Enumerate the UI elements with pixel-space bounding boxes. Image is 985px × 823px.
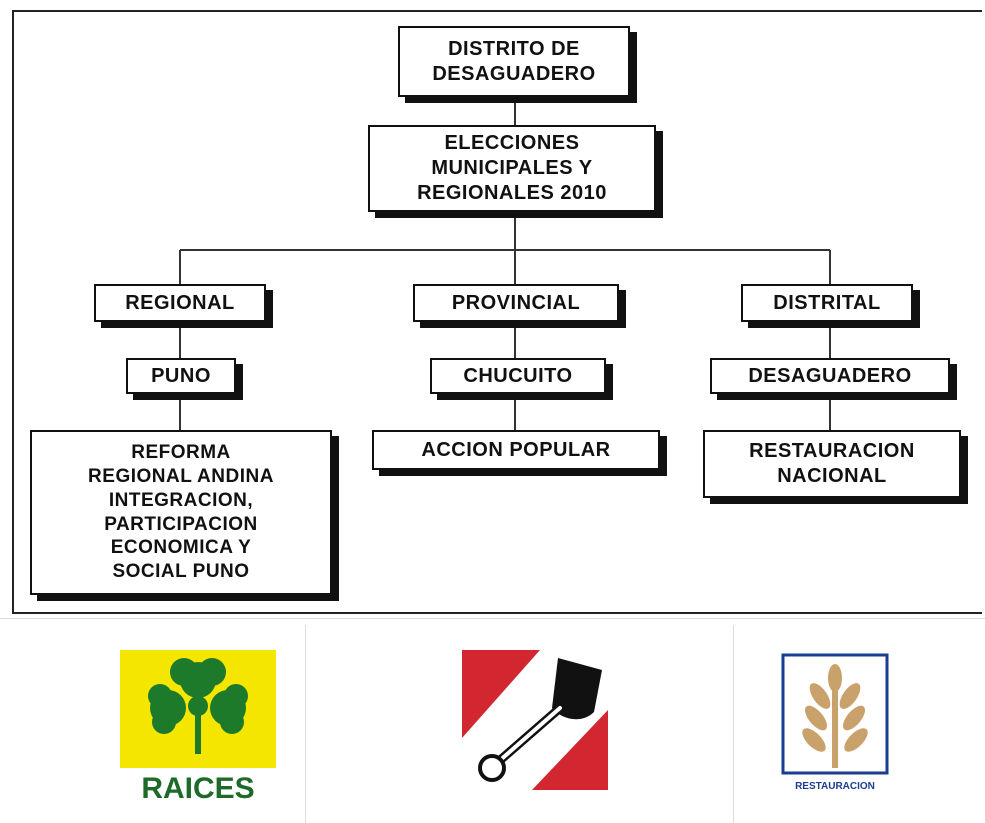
regional-place-node: PUNO (126, 358, 236, 394)
provincial-party-label: ACCION POPULAR (421, 438, 611, 461)
distrital-level-label: DISTRITAL (773, 291, 881, 314)
distrital-party-label: RESTAURACION NACIONAL (749, 440, 915, 487)
regional-level-node: REGIONAL (94, 284, 266, 322)
restauracion-nacional-logo: RESTAURACION (780, 652, 890, 800)
distrital-party-node: RESTAURACION NACIONAL (703, 430, 961, 498)
diagram-frame (12, 10, 982, 614)
accion-popular-logo (462, 650, 608, 790)
provincial-level-label: PROVINCIAL (451, 291, 581, 314)
root-label: DISTRITO DE DESAGUADERO (432, 37, 596, 85)
provincial-party-node: ACCION POPULAR (372, 430, 660, 470)
distrital-place-node: DESAGUADERO (710, 358, 950, 394)
wheat-icon (802, 664, 868, 768)
election-label: ELECCIONES MUNICIPALES Y REGIONALES 2010 (417, 132, 607, 204)
clover-icon (148, 658, 248, 754)
distrital-place-label: DESAGUADERO (748, 364, 912, 387)
provincial-level-node: PROVINCIAL (413, 284, 619, 322)
regional-party-label: REFORMA REGIONAL ANDINA INTEGRACION, PAR… (88, 442, 274, 582)
election-node: ELECCIONES MUNICIPALES Y REGIONALES 2010 (368, 125, 656, 212)
restauracion-logo-text: RESTAURACION (795, 781, 875, 792)
root-node: DISTRITO DE DESAGUADERO (398, 26, 630, 97)
shovel-icon (478, 658, 602, 782)
provincial-place-node: CHUCUITO (430, 358, 606, 394)
logo-divider-left (305, 625, 306, 823)
logo-divider-right (733, 625, 734, 823)
regional-place-label: PUNO (151, 364, 211, 387)
regional-party-node: REFORMA REGIONAL ANDINA INTEGRACION, PAR… (30, 430, 332, 595)
logo-separator (0, 618, 985, 619)
regional-level-label: REGIONAL (125, 291, 235, 314)
provincial-place-label: CHUCUITO (463, 364, 573, 387)
connector-lines (179, 97, 831, 430)
raices-logo-text: RAICES (141, 772, 254, 802)
raices-logo: RAICES (120, 650, 276, 805)
distrital-level-node: DISTRITAL (741, 284, 913, 322)
